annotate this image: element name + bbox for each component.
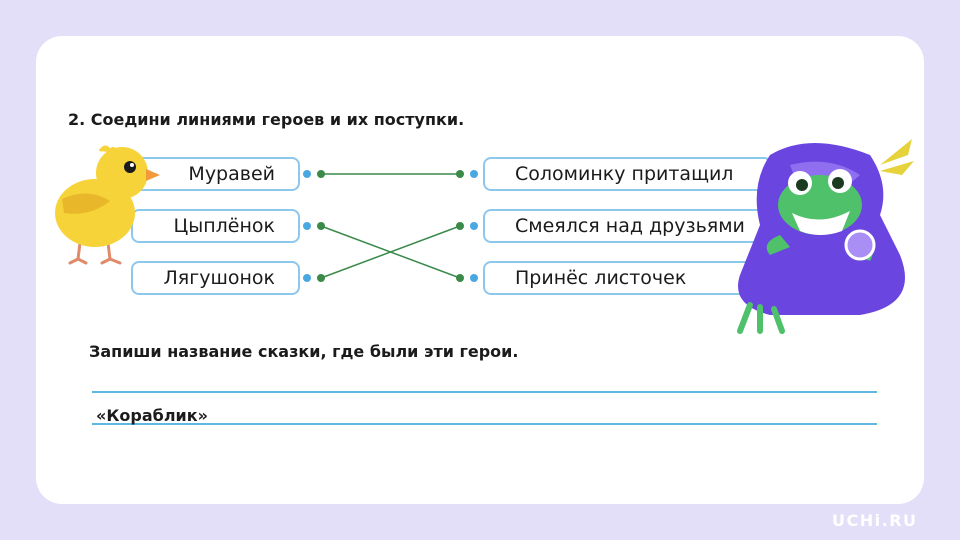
- hero-box-chick[interactable]: Цыплёнок: [131, 209, 300, 243]
- hero-box-frog[interactable]: Лягушонок: [131, 261, 300, 295]
- answer-text[interactable]: «Кораблик»: [96, 406, 208, 425]
- frog-character-icon: [737, 139, 914, 334]
- hero-label: Цыплёнок: [173, 215, 275, 237]
- answer-rule: [92, 391, 877, 393]
- brand-logo: UCHi.RU: [832, 511, 918, 530]
- task-title: 2. Соедини линиями героев и их поступки.: [68, 110, 465, 129]
- deed-label: Принёс листочек: [515, 267, 687, 289]
- deed-box-leaf[interactable]: Принёс листочек: [483, 261, 772, 295]
- hero-box-ant[interactable]: Муравей: [131, 157, 300, 191]
- deed-label: Смеялся над друзьями: [515, 215, 745, 237]
- hero-label: Муравей: [188, 163, 275, 185]
- deed-box-straw[interactable]: Соломинку притащил: [483, 157, 772, 191]
- answer-rule: [92, 423, 877, 425]
- deed-label: Соломинку притащил: [515, 163, 734, 185]
- chick-illustration-icon: [55, 145, 160, 265]
- deed-box-laughed[interactable]: Смеялся над друзьями: [483, 209, 772, 243]
- hero-label: Лягушонок: [163, 267, 275, 289]
- question-text: Запиши название сказки, где были эти гер…: [89, 342, 519, 361]
